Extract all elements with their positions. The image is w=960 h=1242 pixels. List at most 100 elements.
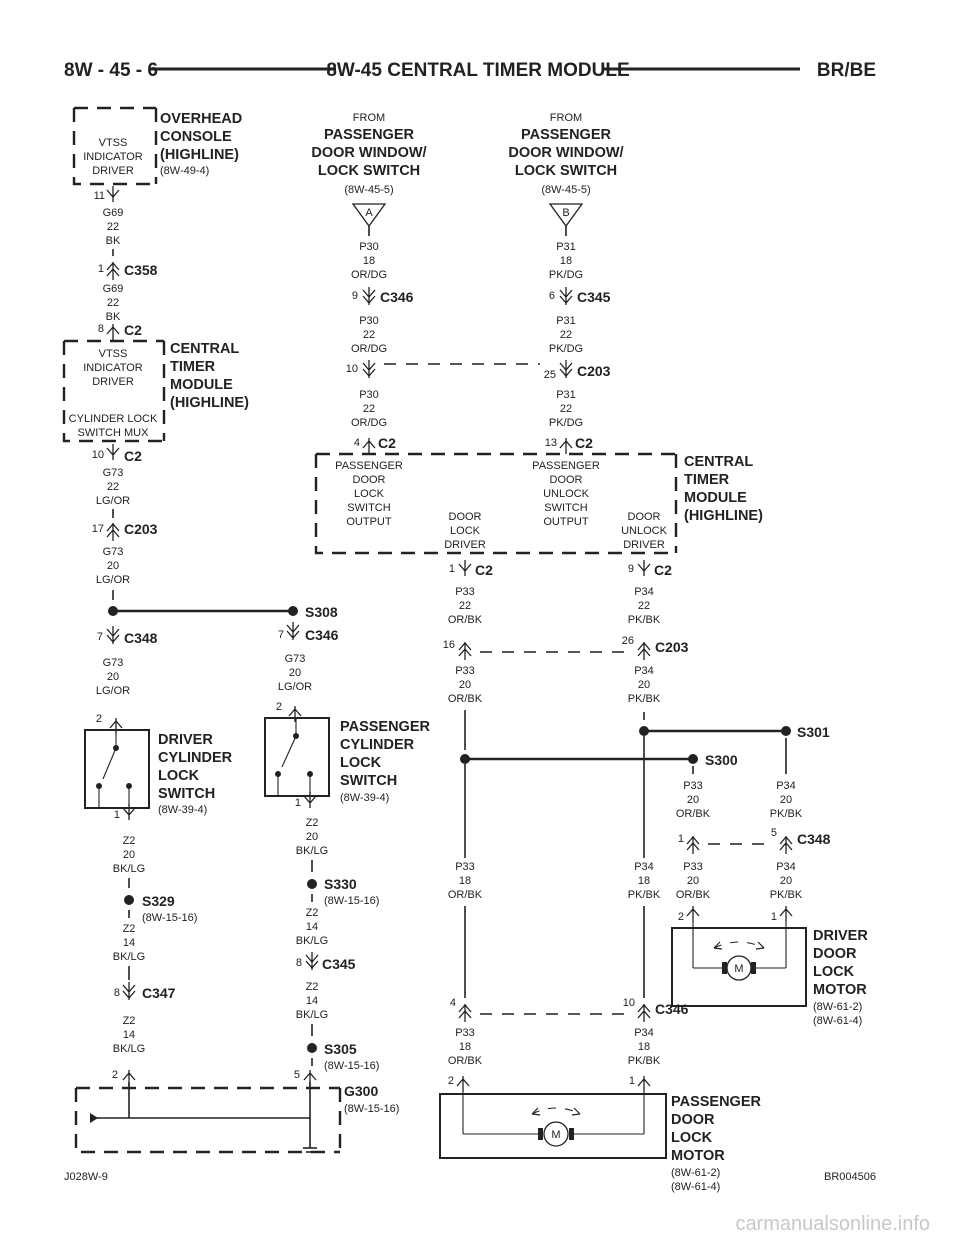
diagram-label: 1 xyxy=(98,263,104,275)
diagram-label: 22 xyxy=(560,403,572,415)
diagram-label: P31 xyxy=(556,241,576,253)
footer-right-code: BR004506 xyxy=(824,1171,876,1183)
diagram-label: P33 xyxy=(455,861,475,873)
diagram-label: 18 xyxy=(459,1041,471,1053)
diagram-label: M xyxy=(734,963,743,975)
diagram-label: 8 xyxy=(114,987,120,999)
diagram-label: G73 xyxy=(103,657,124,669)
diagram-label: VTSS xyxy=(99,137,128,149)
diagram-label: TIMER xyxy=(684,472,730,488)
diagram-label: 20 xyxy=(459,679,471,691)
diagram-label: 4 xyxy=(450,997,456,1009)
diagram-label: PK/BK xyxy=(628,1055,661,1067)
diagram-label: OUTPUT xyxy=(346,516,392,528)
diagram-label: CYLINDER xyxy=(158,750,233,766)
connector-c347: C347 xyxy=(142,985,176,1001)
diagram-label: BK/LG xyxy=(296,845,328,857)
diagram-label: DOOR xyxy=(550,474,583,486)
diagram-label: 20 xyxy=(289,667,301,679)
model-code: BR/BE xyxy=(817,60,876,81)
diagram-label: 22 xyxy=(107,297,119,309)
diagram-label: G300 xyxy=(344,1083,378,1099)
diagram-label: (HIGHLINE) xyxy=(684,508,763,524)
diagram-label: 8 xyxy=(98,323,104,335)
diagram-label: TIMER xyxy=(170,359,216,375)
diagram-label: 17 xyxy=(92,523,104,535)
diagram-label: DOOR xyxy=(449,511,482,523)
diagram-label: 1 xyxy=(449,563,455,575)
diagram-label: (8W-15-16) xyxy=(324,895,379,907)
diagram-label: BK xyxy=(106,311,121,323)
diagram-label: 1 xyxy=(678,833,684,845)
diagram-label: SWITCH xyxy=(340,773,397,789)
diagram-label: (8W-49-4) xyxy=(160,165,209,177)
diagram-label: LG/OR xyxy=(278,681,312,693)
diagram-label: P33 xyxy=(455,586,475,598)
diagram-label: C2 xyxy=(575,435,593,451)
diagram-label: 2 xyxy=(112,1069,118,1081)
diagram-label: BK/LG xyxy=(296,935,328,947)
diagram-label: 20 xyxy=(107,560,119,572)
diagram-label: DOOR xyxy=(628,511,661,523)
diagram-label: BK/LG xyxy=(296,1009,328,1021)
diagram-label: 10 xyxy=(92,449,104,461)
diagram-label: (8W-45-5) xyxy=(344,184,393,196)
diagram-label: P33 xyxy=(455,1027,475,1039)
diagram-label: CENTRAL xyxy=(170,341,239,357)
diagram-label: 14 xyxy=(123,1029,135,1041)
diagram-label: C2 xyxy=(124,448,142,464)
diagram-label: G69 xyxy=(103,207,124,219)
diagram-label: 1 xyxy=(114,809,120,821)
diagram-label: BK xyxy=(106,235,121,247)
passenger-cylinder-lock-switch: 1 PASSENGER CYLINDER LOCK SWITCH (8W-39-… xyxy=(264,717,431,809)
splice-s330: S330 xyxy=(324,876,357,892)
diagram-label: OR/BK xyxy=(448,889,483,901)
splice-s301: S301 xyxy=(797,724,830,740)
diagram-label: G73 xyxy=(103,546,124,558)
diagram-label: OVERHEAD xyxy=(160,111,242,127)
diagram-label: CONSOLE xyxy=(160,129,232,145)
diagram-label: (8W-61-2) xyxy=(671,1167,720,1179)
diagram-label: OR/BK xyxy=(676,889,711,901)
diagram-label: OR/DG xyxy=(351,417,387,429)
diagram-label: P33 xyxy=(683,780,703,792)
diagram-label: SWITCH xyxy=(347,502,390,514)
diagram-label: P31 xyxy=(556,315,576,327)
diagram-label: LOCK SWITCH xyxy=(515,163,617,179)
diagram-label: (8W-15-16) xyxy=(142,912,197,924)
diagram-label: 18 xyxy=(638,875,650,887)
diagram-label: C2 xyxy=(475,562,493,578)
connector-c358: C358 xyxy=(124,262,158,278)
diagram-label: Z2 xyxy=(123,1015,136,1027)
diagram-label: DOOR xyxy=(353,474,386,486)
connector-c348-motor: C348 xyxy=(797,831,831,847)
diagram-label: DRIVER xyxy=(813,928,868,944)
diagram-label: PASSENGER xyxy=(532,460,600,472)
diagram-label: 1 xyxy=(295,797,301,809)
diagram-label: (HIGHLINE) xyxy=(160,147,239,163)
diagram-label: 20 xyxy=(687,875,699,887)
diagram-label: P33 xyxy=(455,665,475,677)
diagram-label: LOCK xyxy=(340,755,382,771)
diagram-label: LOCK xyxy=(450,525,481,537)
diagram-label: SWITCH xyxy=(158,786,215,802)
diagram-label: (8W-61-4) xyxy=(671,1181,720,1193)
connector-c346-motor: C346 xyxy=(655,1001,689,1017)
page-number: 8W - 45 - 6 xyxy=(64,60,158,81)
diagram-label: DRIVER xyxy=(623,539,665,551)
diagram-label: Z2 xyxy=(306,817,319,829)
diagram-label: 25 xyxy=(544,369,556,381)
diagram-label: DOOR WINDOW/ xyxy=(311,145,426,161)
diagram-label: UNLOCK xyxy=(621,525,668,537)
driver-door-lock-motor: M DRIVER DOOR LOCK MOTOR (8W-61-2) (8W-6… xyxy=(671,922,868,1027)
diagram-label: 22 xyxy=(107,481,119,493)
diagram-label: G73 xyxy=(285,653,306,665)
diagram-label: P33 xyxy=(683,861,703,873)
diagram-label: DRIVER xyxy=(92,376,134,388)
diagram-label: DOOR WINDOW/ xyxy=(508,145,623,161)
diagram-label: CYLINDER LOCK xyxy=(69,413,158,425)
diagram-label: OR/DG xyxy=(351,343,387,355)
diagram-label: A xyxy=(365,207,373,219)
passenger-door-lock-motor: M PASSENGER DOOR LOCK MOTOR (8W-61-2) (8… xyxy=(439,1092,762,1193)
diagram-label: LG/OR xyxy=(96,574,130,586)
